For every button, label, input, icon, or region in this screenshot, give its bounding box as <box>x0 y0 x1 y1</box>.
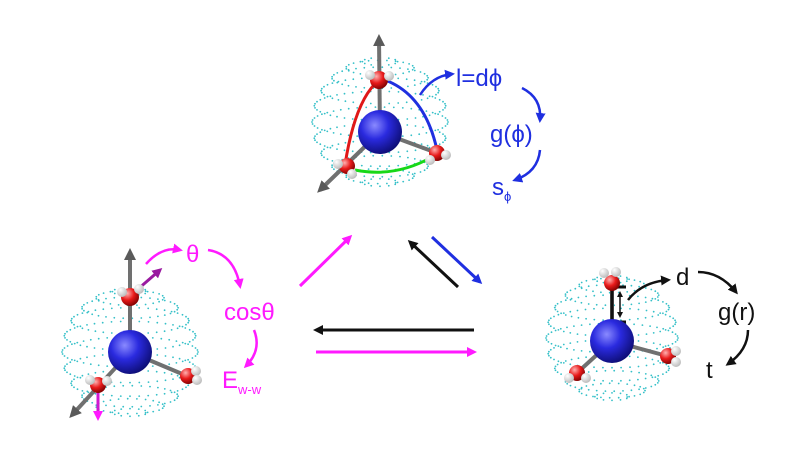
label-theta: θ <box>186 241 199 268</box>
arc-blue <box>384 78 439 151</box>
arc-green <box>354 155 433 174</box>
water-molecule-icon <box>85 375 112 393</box>
label-g-r: g(r) <box>718 299 755 326</box>
central-ion-icon <box>108 330 152 374</box>
water-molecule-icon <box>333 158 357 179</box>
water-molecule-icon <box>117 284 144 306</box>
arrow-theta-arc <box>145 243 183 265</box>
label-g-phi: g(ϕ) <box>490 121 533 148</box>
label-s-phi: sϕ <box>492 174 511 204</box>
connecting-arrows <box>298 234 483 357</box>
central-ion-icon <box>590 319 634 363</box>
arrow-blue-3 <box>512 149 542 183</box>
label-s-sub: ϕ <box>504 189 511 204</box>
water-molecule-icon <box>564 365 591 383</box>
arrow-blue-2 <box>521 86 546 123</box>
top-panel: l=dϕ g(ϕ) sϕ <box>311 34 546 204</box>
label-e-main: E <box>222 367 238 394</box>
water-molecule-icon <box>425 145 451 165</box>
distance-arrowheads <box>617 291 623 318</box>
water-molecule-icon <box>365 70 394 89</box>
left-panel: θ cosθ Ew-w <box>61 241 275 421</box>
arrow-mag-2 <box>243 329 258 369</box>
water-molecule-icon <box>180 366 202 385</box>
central-ion-icon <box>358 110 402 154</box>
arrow-right-to-top <box>407 239 460 289</box>
arrow-black-2 <box>697 270 738 295</box>
label-t: t <box>706 357 713 384</box>
label-cos-theta: cosθ <box>224 299 275 326</box>
label-l-dphi: l=dϕ <box>456 65 502 92</box>
arrow-black-1 <box>627 275 671 301</box>
arrow-left-to-top <box>298 234 353 288</box>
arrow-top-to-right <box>430 235 483 285</box>
label-e-ww: Ew-w <box>222 367 262 397</box>
label-d: d <box>676 264 689 291</box>
label-s-main: s <box>492 174 504 201</box>
arrow-blue-1 <box>418 69 455 96</box>
arrow-black-3 <box>725 329 750 366</box>
label-e-sub: w-w <box>237 382 262 397</box>
arrow-mag-1 <box>207 248 244 289</box>
right-panel: d g(r) t <box>545 264 755 402</box>
water-molecule-icon <box>660 346 681 367</box>
water-molecule-icon <box>599 267 621 291</box>
